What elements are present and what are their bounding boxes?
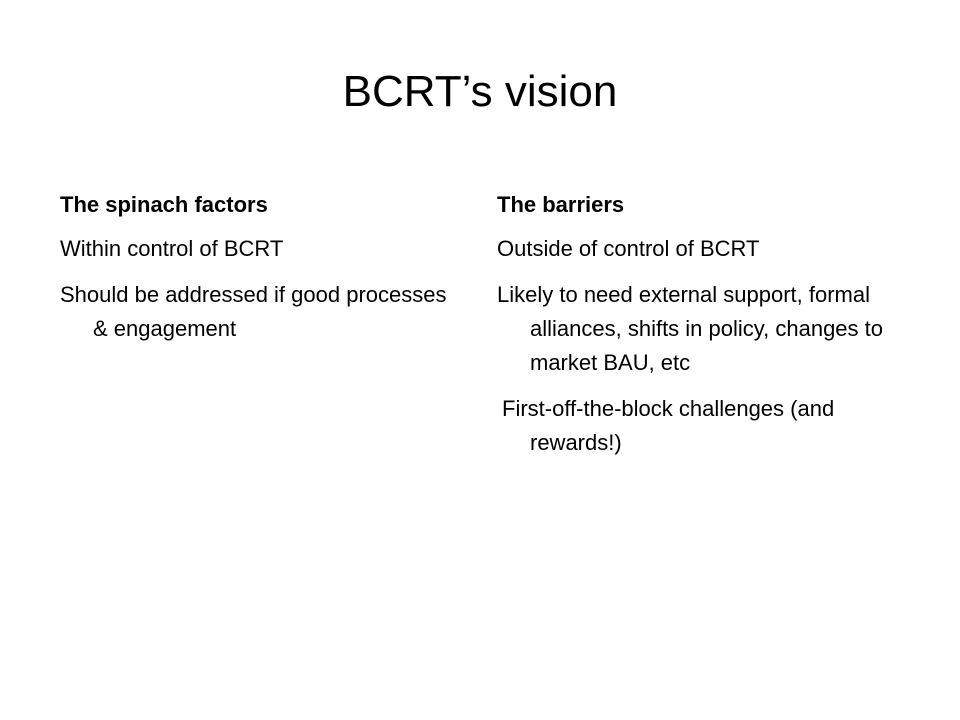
- right-column: The barriers Outside of control of BCRT …: [497, 188, 897, 472]
- left-column: The spinach factors Within control of BC…: [60, 188, 460, 358]
- list-item: Should be addressed if good processes & …: [60, 282, 447, 341]
- slide-title: BCRT’s vision: [342, 67, 618, 116]
- right-column-heading: The barriers: [497, 192, 625, 217]
- list-item: Outside of control of BCRT: [497, 236, 760, 261]
- list-item: Likely to need external support, formal …: [497, 282, 883, 375]
- list-item: First-off-the-block challenges (and rewa…: [502, 396, 835, 455]
- right-column-list: Outside of control of BCRT Likely to nee…: [497, 232, 897, 460]
- left-column-heading: The spinach factors: [60, 192, 268, 217]
- list-item: Within control of BCRT: [60, 236, 284, 261]
- left-column-list: Within control of BCRT Should be address…: [60, 232, 460, 346]
